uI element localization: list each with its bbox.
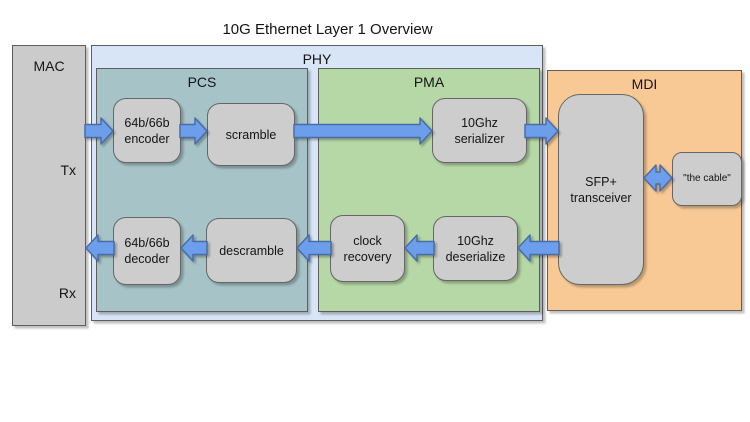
decoder-block: 64b/66b decoder <box>113 217 181 285</box>
mdi-label: MDI <box>631 76 658 92</box>
rx-arrow-deserialize-to-clock-recovery <box>404 234 435 262</box>
mdi-arrow-sfp-cable-bidirectional <box>643 164 673 192</box>
mac-label: MAC <box>33 58 65 74</box>
sfp-transceiver-block: SFP+ transceiver <box>558 94 644 285</box>
tx-arrow-encoder-to-scramble <box>179 117 208 145</box>
rx-arrow-clock-recovery-to-descramble <box>296 234 332 262</box>
rx-arrow-sfp-to-deserialize <box>517 234 560 262</box>
diagram-title: 10G Ethernet Layer 1 Overview <box>222 21 433 38</box>
encoder-block: 64b/66b encoder <box>113 98 181 163</box>
scramble-block: scramble <box>207 103 295 166</box>
descramble-block: descramble <box>206 218 297 283</box>
mac-box: MAC Tx Rx <box>12 45 86 326</box>
rx-arrow-decoder-to-mac <box>85 234 115 262</box>
tx-arrow-mac-to-encoder <box>84 117 114 145</box>
pcs-label: PCS <box>187 74 217 90</box>
deserialize-block: 10Ghz deserialize <box>433 216 518 281</box>
rx-arrow-descramble-to-decoder <box>180 234 208 262</box>
phy-label: PHY <box>302 51 332 67</box>
tx-label: Tx <box>60 162 76 178</box>
tx-arrow-scramble-to-serializer <box>293 117 433 145</box>
tx-arrow-serializer-to-sfp <box>524 117 559 145</box>
cable-block: "the cable" <box>672 152 742 206</box>
rx-label: Rx <box>58 285 76 301</box>
serializer-block: 10Ghz serializer <box>432 98 527 163</box>
clock-recovery-block: clock recovery <box>330 215 405 282</box>
pma-label: PMA <box>413 74 445 90</box>
